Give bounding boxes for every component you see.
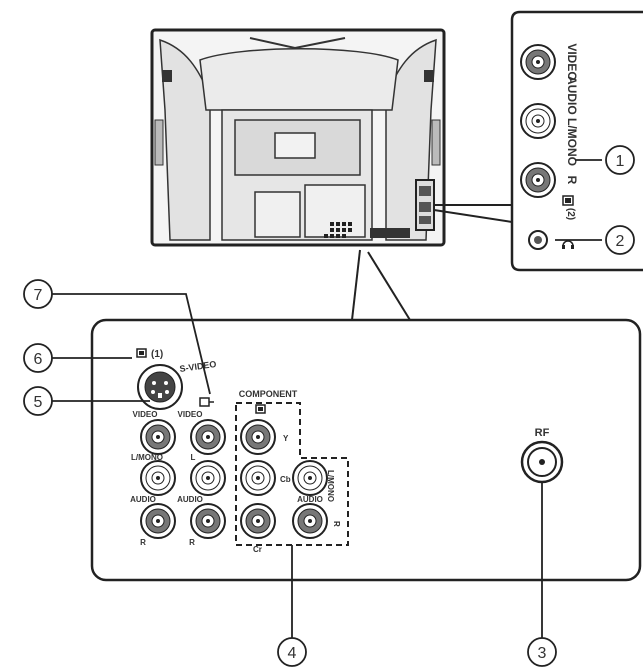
component-audio-r-jack[interactable]	[292, 503, 328, 539]
component-group-outline	[235, 402, 349, 546]
audio2-r-jack[interactable]	[190, 503, 226, 539]
video-out-icon	[199, 397, 214, 407]
callout-6: 6	[23, 343, 53, 373]
video1-jack[interactable]	[140, 419, 176, 455]
component-label: COMPONENT	[239, 389, 298, 399]
cb-label: Cb	[280, 475, 291, 484]
s-video-jack[interactable]	[137, 364, 183, 410]
component-cr-jack[interactable]	[240, 503, 276, 539]
audio1-r-jack[interactable]	[140, 503, 176, 539]
callout-7: 7	[23, 279, 53, 309]
callout-4: 4	[277, 637, 307, 667]
headphone-icon	[562, 240, 574, 249]
side-r-label: R	[565, 176, 579, 185]
component-lmono-label: L/MONO	[326, 470, 335, 502]
side-audio-r-jack[interactable]	[520, 162, 556, 198]
component-input-icon	[255, 404, 266, 414]
callout-5-number: 5	[34, 394, 43, 411]
lmono1-label: L/MONO	[131, 453, 163, 462]
video2-jack[interactable]	[190, 419, 226, 455]
callout-1-number: 1	[616, 153, 625, 170]
side-video-jack[interactable]	[520, 44, 556, 80]
callout-2: 2	[605, 225, 635, 255]
r2-label: R	[189, 538, 195, 547]
audio2-l-jack[interactable]	[190, 460, 226, 496]
callout-3-number: 3	[538, 645, 547, 662]
callout-7-number: 7	[34, 287, 43, 304]
side-audio-label: AUDIO L/MONO	[565, 76, 579, 166]
callout-3: 3	[527, 637, 557, 667]
rf-antenna-jack[interactable]	[520, 440, 564, 484]
component-cb-jack[interactable]	[240, 460, 276, 496]
leader-lines	[52, 159, 602, 640]
callout-6-number: 6	[34, 351, 43, 368]
callout-1: 1	[605, 145, 635, 175]
l2-label: L	[191, 453, 196, 462]
side-input2-label: (2)	[565, 208, 576, 220]
video2-label: VIDEO	[178, 410, 203, 419]
side-audio-l-jack[interactable]	[520, 103, 556, 139]
audio1-label: AUDIO	[130, 495, 156, 504]
input1-icon	[136, 348, 147, 358]
audio1-l-jack[interactable]	[140, 460, 176, 496]
rf-label: RF	[535, 427, 550, 439]
component-audio-l-jack[interactable]	[292, 460, 328, 496]
cr-label: Cr	[253, 545, 262, 554]
callout-4-number: 4	[288, 645, 297, 662]
component-r-label: R	[332, 521, 341, 527]
tv-rear-illustration	[150, 28, 446, 247]
y-label: Y	[283, 434, 289, 443]
input1-label: (1)	[151, 349, 163, 360]
audio2-label: AUDIO	[177, 495, 203, 504]
headphone-jack[interactable]	[528, 230, 548, 250]
component-audio-label: AUDIO	[297, 495, 323, 504]
callout-5: 5	[23, 386, 53, 416]
component-y-jack[interactable]	[240, 419, 276, 455]
side-input-icon	[562, 195, 574, 206]
side-video-label: VIDEO	[565, 43, 579, 80]
r1-label: R	[140, 538, 146, 547]
video1-label: VIDEO	[133, 410, 158, 419]
callout-2-number: 2	[616, 233, 625, 250]
rear-terminal-panel	[90, 249, 642, 582]
